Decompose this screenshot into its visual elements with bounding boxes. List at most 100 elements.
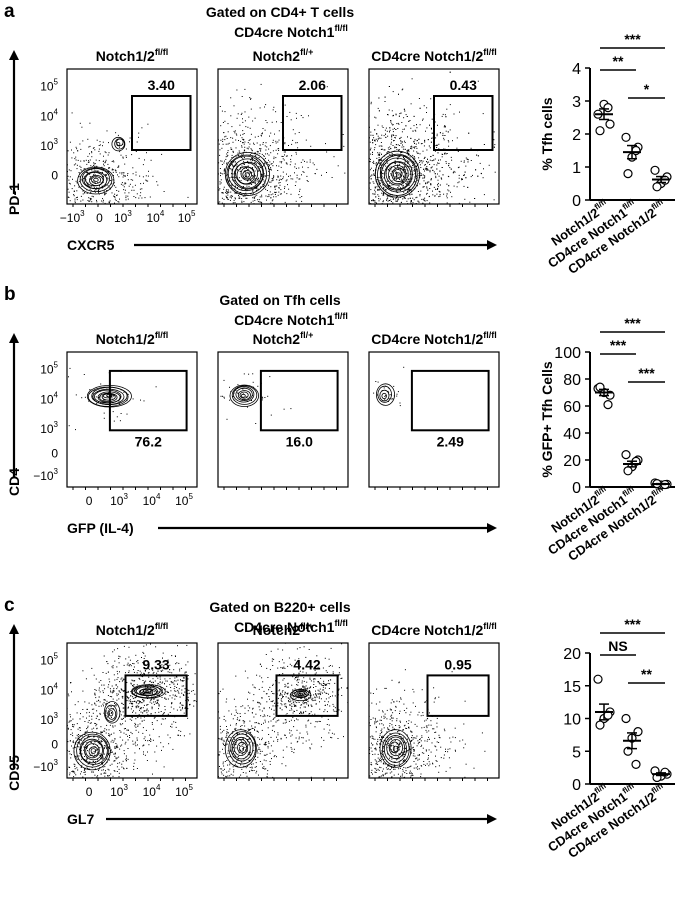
event-dot [254, 152, 256, 154]
event-dot [239, 170, 241, 172]
event-dot [272, 109, 274, 111]
event-dot [137, 670, 139, 671]
event-dot [355, 143, 356, 144]
event-dot [424, 200, 426, 202]
event-dot [40, 735, 41, 736]
event-dot [379, 198, 381, 200]
event-dot [373, 207, 374, 208]
event-dot [233, 392, 235, 394]
event-dot [124, 780, 125, 781]
event-dot [187, 675, 189, 676]
event-dot [324, 260, 325, 261]
panel-subheader: CD4cre Notch1fl/fl [234, 311, 348, 328]
event-dot [139, 702, 140, 704]
event-dot [413, 115, 415, 117]
event-dot [415, 197, 417, 199]
event-dot [47, 177, 48, 178]
event-dot [401, 222, 402, 223]
event-dot [436, 133, 438, 135]
event-dot [390, 143, 392, 145]
event-dot [400, 171, 402, 173]
event-dot [93, 785, 94, 786]
event-dot [80, 796, 81, 797]
event-dot [313, 164, 315, 166]
event-dot [277, 211, 278, 212]
event-dot [187, 717, 189, 719]
event-dot [373, 137, 375, 139]
event-dot [87, 763, 89, 765]
event-dot [239, 197, 241, 199]
x-tick-label: 0 [86, 494, 93, 508]
event-dot [255, 180, 257, 182]
event-dot [108, 729, 110, 731]
event-dot [443, 137, 445, 139]
event-dot [123, 690, 125, 692]
event-dot [203, 166, 204, 167]
event-dot [76, 168, 78, 170]
event-dot [221, 684, 222, 685]
event-dot [358, 157, 359, 158]
event-dot [415, 178, 417, 180]
event-dot [366, 400, 367, 401]
event-dot [103, 417, 105, 419]
event-dot [423, 158, 425, 159]
event-dot [392, 220, 393, 221]
event-dot [283, 213, 284, 214]
event-dot [269, 161, 271, 163]
event-dot [86, 766, 88, 768]
event-dot [143, 683, 145, 684]
event-dot [417, 252, 418, 253]
event-dot [357, 162, 358, 163]
event-dot [387, 185, 389, 187]
event-dot [422, 230, 423, 231]
event-dot [350, 201, 351, 202]
event-dot [370, 189, 372, 191]
event-dot [84, 168, 86, 170]
event-dot [397, 391, 399, 393]
event-dot [338, 210, 339, 211]
event-dot [418, 246, 419, 247]
event-dot [187, 696, 189, 698]
event-dot [343, 187, 344, 188]
event-dot [387, 169, 389, 171]
event-dot [359, 166, 360, 167]
event-dot [426, 112, 427, 113]
event-dot [268, 170, 270, 172]
event-dot [62, 144, 63, 145]
event-dot [153, 698, 155, 700]
event-dot [112, 169, 114, 171]
event-dot [246, 214, 247, 215]
event-dot [65, 764, 66, 765]
event-dot [259, 163, 261, 165]
event-dot [84, 192, 86, 193]
event-dot [286, 163, 288, 165]
event-dot [81, 397, 83, 399]
event-dot [243, 160, 245, 162]
event-dot [414, 215, 415, 216]
event-dot [99, 713, 101, 715]
event-dot [385, 223, 386, 224]
event-dot [49, 192, 50, 193]
event-dot [119, 146, 120, 148]
event-dot [343, 149, 344, 150]
event-dot [261, 153, 263, 155]
event-dot [138, 132, 140, 134]
event-dot [227, 123, 229, 125]
event-dot [218, 143, 220, 145]
event-dot [216, 181, 217, 182]
event-dot [334, 216, 335, 217]
event-dot [122, 679, 124, 681]
event-dot [283, 224, 284, 225]
event-dot [360, 148, 361, 149]
plot-title: Notch2fl/+ [253, 330, 314, 347]
event-dot [445, 116, 447, 118]
event-dot [389, 182, 391, 184]
event-dot [399, 164, 400, 166]
event-dot [209, 412, 210, 413]
event-dot [381, 164, 383, 166]
event-dot [257, 199, 259, 201]
event-dot [186, 631, 187, 632]
event-dot [194, 673, 196, 675]
event-dot [88, 197, 90, 199]
event-dot [100, 754, 102, 756]
